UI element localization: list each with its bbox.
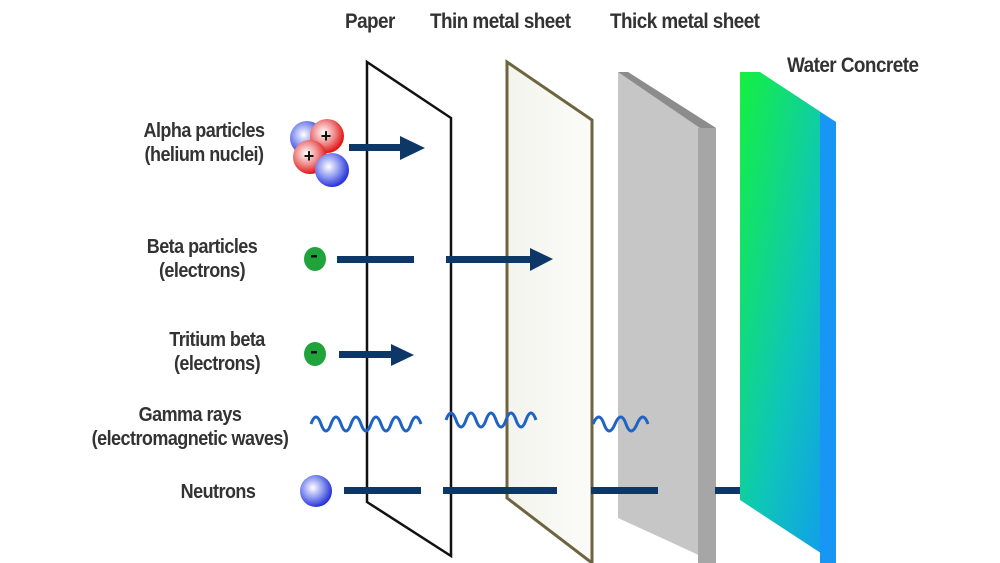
- water-concrete-barrier: [740, 72, 836, 563]
- label-line1: Alpha particles: [143, 120, 265, 142]
- thick-metal-sheet: [618, 72, 716, 563]
- gamma-wave-icon: [309, 411, 650, 433]
- electron-icon: [304, 247, 326, 271]
- neutron-icon: [300, 475, 332, 507]
- label-line1: Neutrons: [180, 481, 256, 503]
- tritium-arrow: [339, 344, 414, 366]
- radiation-label-gamma: Gamma rays (electromagnetic waves): [73, 403, 307, 451]
- label-line1: Beta particles: [146, 236, 258, 258]
- label-line2: (electrons): [158, 260, 246, 282]
- barrier-label-thin-metal: Thin metal sheet: [430, 10, 571, 33]
- plus-sign: +: [304, 146, 315, 166]
- label-line1: Tritium beta: [169, 329, 265, 351]
- neutron-beam: [344, 487, 740, 494]
- barrier-label-water-concrete: Water Concrete: [787, 54, 919, 77]
- label-line1: Gamma rays: [138, 404, 242, 426]
- beta-arrow: [337, 248, 553, 271]
- radiation-label-tritium: Tritium beta (electrons): [127, 328, 307, 376]
- label-line2: (electromagnetic waves): [91, 428, 289, 450]
- electron-icon: [304, 342, 326, 366]
- alpha-particle-icon: + +: [290, 119, 349, 187]
- barrier-label-paper: Paper: [345, 10, 395, 33]
- thin-metal-sheet: [505, 59, 594, 563]
- radiation-label-neutrons: Neutrons: [128, 480, 308, 504]
- plus-sign: +: [321, 126, 332, 146]
- alpha-arrow: [349, 136, 425, 160]
- paper-barrier: [365, 59, 453, 559]
- label-line2: (helium nuclei): [144, 144, 264, 166]
- radiation-label-alpha: Alpha particles (helium nuclei): [114, 119, 294, 167]
- label-line2: (electrons): [173, 353, 261, 375]
- radiation-label-beta: Beta particles (electrons): [112, 235, 292, 283]
- barrier-label-thick-metal: Thick metal sheet: [610, 10, 760, 33]
